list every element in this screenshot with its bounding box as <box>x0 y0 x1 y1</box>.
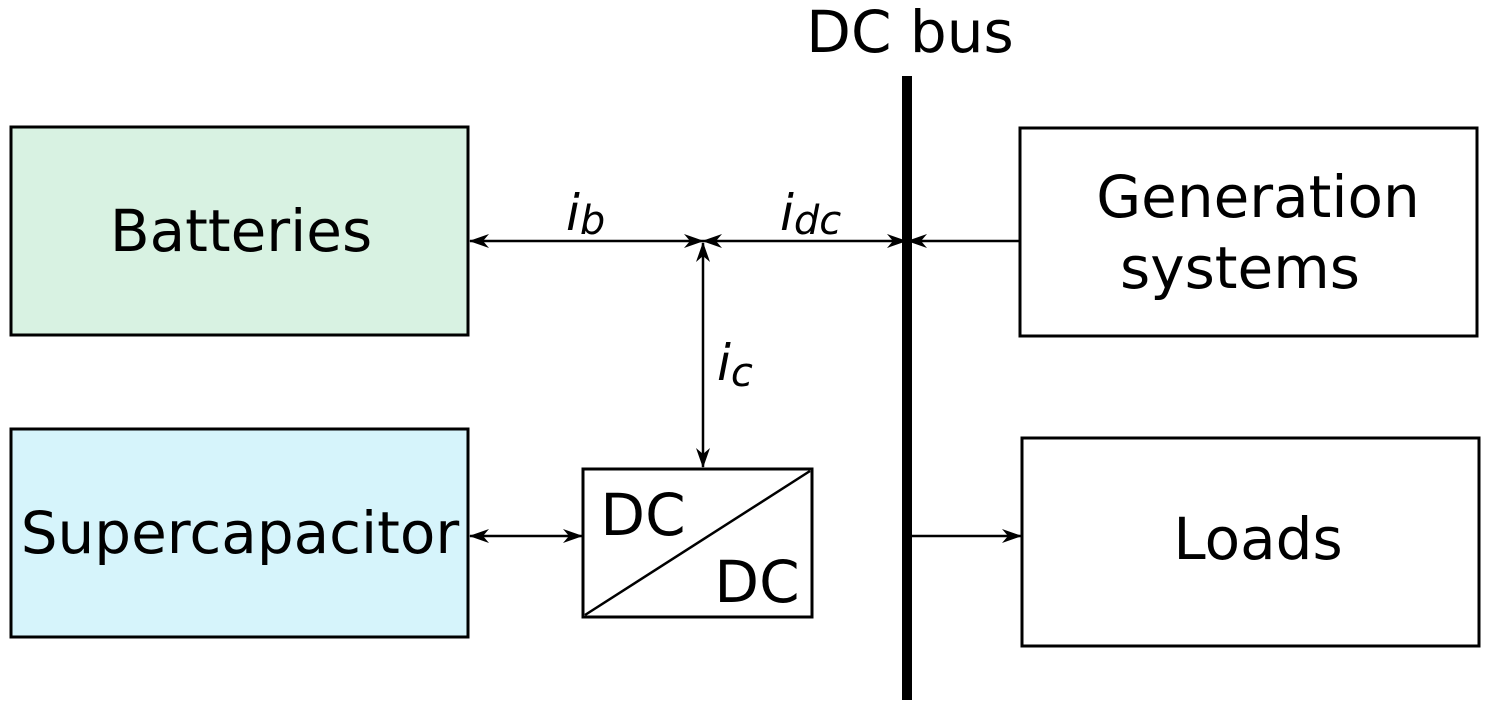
supercapacitor-block <box>9 427 470 639</box>
batteries-label: Batteries <box>110 197 372 265</box>
loads-label: Loads <box>1173 505 1342 573</box>
current-label-ib: ib <box>566 184 605 244</box>
generation-label-line1: Generation <box>1096 163 1420 231</box>
converter-diagonal <box>584 469 811 617</box>
batteries-block <box>9 125 470 337</box>
converter-label-bottom: DC <box>714 548 799 616</box>
generation-label-line2: systems <box>1120 234 1360 302</box>
current-label-idc: idc <box>780 184 841 244</box>
dc-bus-label: DC bus <box>806 0 1013 66</box>
generation-systems-block <box>1018 126 1479 338</box>
supercapacitor-label: Supercapacitor <box>21 499 460 567</box>
converter-label-top: DC <box>600 481 685 549</box>
loads-block <box>1020 436 1481 648</box>
current-label-ic: ic <box>717 334 753 396</box>
